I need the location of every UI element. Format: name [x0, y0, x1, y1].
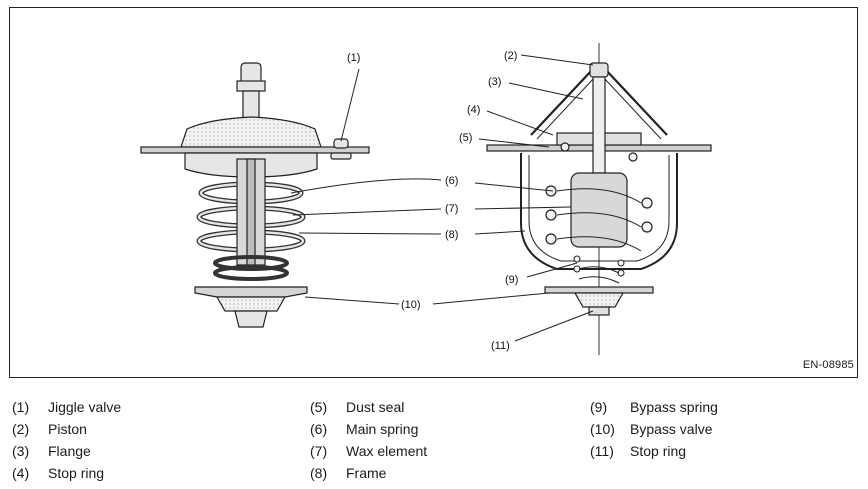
- legend-column-2: (5)Dust seal (6)Main spring (7)Wax eleme…: [310, 396, 427, 484]
- callout-2: (2): [504, 50, 517, 62]
- callout-3: (3): [488, 76, 501, 88]
- callout-11: (11): [491, 340, 510, 352]
- thermostat-cross-section: [486, 43, 712, 355]
- figure-code: EN-08985: [802, 359, 854, 371]
- legend-item: (7)Wax element: [310, 443, 428, 459]
- legend-item: (1)Jiggle valve: [12, 399, 122, 415]
- legend-item: (8)Frame: [310, 465, 387, 481]
- callout-4: (4): [467, 104, 480, 116]
- legend-item: (6)Main spring: [310, 421, 419, 437]
- callout-10: (10): [401, 299, 421, 311]
- legend-item: (3)Flange: [12, 443, 91, 459]
- legend-column-1: (1)Jiggle valve (2)Piston (3)Flange (4)S…: [12, 396, 121, 484]
- legend-item: (5)Dust seal: [310, 399, 405, 415]
- leader-lines: [290, 54, 594, 342]
- legend-item: (10)Bypass valve: [590, 421, 713, 437]
- callout-7: (7): [445, 203, 458, 215]
- legend-item: (11)Stop ring: [590, 443, 687, 459]
- callout-6: (6): [445, 175, 458, 187]
- callout-8: (8): [445, 229, 458, 241]
- callout-labels: (1) (2) (3) (4) (5) (6) (7) (8) (9) (10)…: [347, 50, 518, 352]
- figure-frame: [9, 7, 858, 378]
- callout-1: (1): [347, 52, 360, 64]
- legend-item: (2)Piston: [12, 421, 87, 437]
- thermostat-diagram: (1) (2) (3) (4) (5) (6) (7) (8) (9) (10)…: [140, 43, 712, 355]
- legend-item: (9)Bypass spring: [590, 399, 718, 415]
- thermostat-external-view: [140, 62, 370, 328]
- legend-item: (4)Stop ring: [12, 465, 105, 481]
- legend-column-3: (9)Bypass spring (10)Bypass valve (11)St…: [590, 396, 718, 462]
- callout-9: (9): [505, 274, 518, 286]
- callout-5: (5): [459, 132, 472, 144]
